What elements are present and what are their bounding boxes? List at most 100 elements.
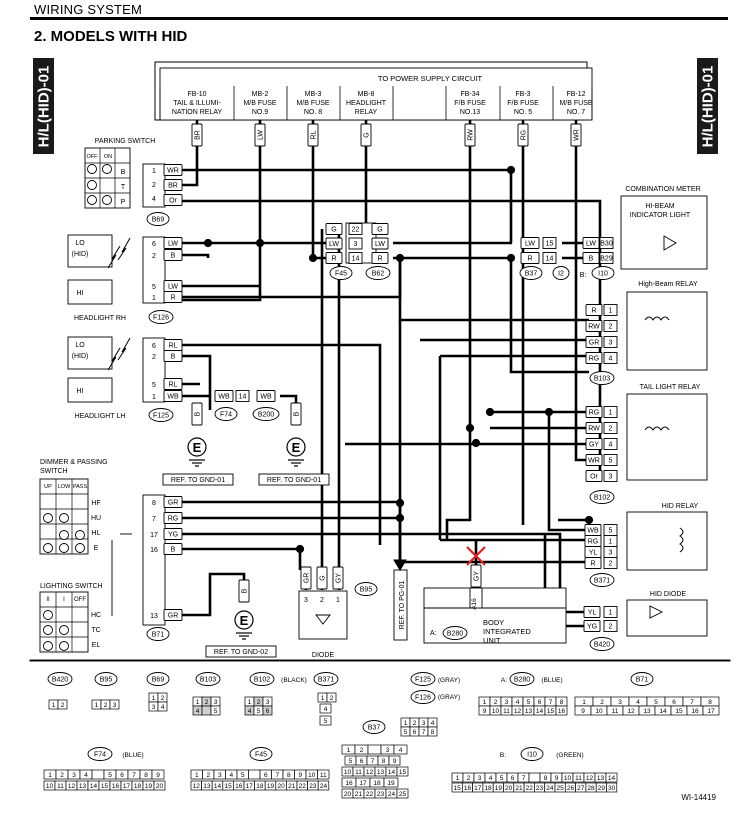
combo-meter-inner2: INDICATOR LIGHT	[630, 212, 691, 219]
b280-top-text: 2	[494, 699, 498, 706]
pin-wire-text: B	[171, 354, 176, 361]
fuse-desc-2: M/B FUSE	[296, 100, 329, 107]
pin-no: 1	[152, 394, 156, 401]
tl-wire-text: Or	[590, 474, 598, 481]
junction-dot	[395, 253, 405, 263]
conn-b62	[365, 266, 391, 280]
joint-w2	[371, 252, 389, 264]
ref-pg-box	[393, 569, 408, 641]
header-rule	[30, 17, 728, 20]
tl-wire-text: RG	[589, 410, 600, 417]
conn-f74-text: F74	[220, 412, 232, 419]
joint-w1	[325, 223, 343, 235]
joint-w2	[371, 223, 389, 235]
pin-no: 2	[152, 354, 156, 361]
hi-beam-relay-box	[626, 291, 708, 371]
switch-contact	[59, 513, 69, 523]
ref-gnd-02-text: REF. TO GND-02	[214, 649, 268, 656]
b37-r5-text: 23	[377, 791, 385, 798]
headlight-lh-lo	[67, 336, 113, 370]
b37-r1-text: 2	[360, 747, 364, 754]
conn-b37	[519, 266, 543, 280]
i10-top-text: 1	[456, 775, 460, 782]
dimmer-row: E	[94, 545, 99, 552]
hb-wire-text: RG	[589, 356, 600, 363]
f45-top	[317, 769, 330, 780]
f126-note: (GRAY)	[438, 694, 460, 701]
joint-pin	[348, 237, 363, 250]
pin-no: 13	[150, 613, 158, 620]
hid-wire-text: R	[590, 561, 595, 568]
f74-top-text: 2	[60, 772, 64, 779]
fuse-id-3: MB-8	[358, 91, 375, 98]
parking-switch-col: ON	[104, 154, 112, 160]
meter-pin-text: B29	[600, 256, 613, 263]
b103-pins-text: 3	[214, 699, 218, 706]
pin-wire-text: YG	[168, 532, 178, 539]
b71-bottom-text: 10	[595, 708, 603, 715]
diode-wire-text: GR	[304, 573, 311, 584]
tl-pin	[603, 406, 618, 418]
hid-diode-title: HID DIODE	[650, 591, 687, 598]
b37-r4-text: 18	[373, 780, 381, 787]
switch-contact	[102, 195, 112, 205]
i10-top-text: 4	[489, 775, 493, 782]
hid-wire-text: RG	[588, 539, 599, 546]
joint-w2-text: G	[377, 227, 382, 234]
hl-rh-lo2: (HID)	[72, 251, 89, 258]
switch-contact	[43, 513, 53, 523]
f125-pins-text: 2	[413, 720, 417, 727]
b37-r3-text: 12	[366, 769, 374, 776]
conn-f125-text: F125	[153, 413, 169, 420]
b37-r5-text: 20	[344, 791, 352, 798]
f45-bottom-text: 18	[256, 783, 264, 790]
i10-top-text: 12	[586, 775, 594, 782]
conn-f126	[148, 310, 174, 324]
b280-bottom-text: 10	[492, 708, 500, 715]
b280-note: (BLUE)	[541, 677, 562, 684]
lighting-col: OFF	[74, 597, 86, 603]
i10-bottom-text: 25	[557, 785, 565, 792]
pin-no: 6	[152, 343, 156, 350]
hb-pin	[603, 336, 618, 348]
f45-bottom-text: 21	[288, 783, 296, 790]
hid-wire-text: YL	[589, 550, 598, 557]
hl-rh-lo: LO	[75, 240, 85, 247]
b37-r2-text: 8	[382, 758, 386, 765]
conn-b420-bottom	[47, 672, 73, 686]
f45-top-text: 4	[229, 772, 233, 779]
switch-contact	[59, 543, 69, 553]
diode-title: DIODE	[312, 652, 335, 659]
i10-bottom-text: 17	[474, 785, 482, 792]
relay-coil-icon	[644, 426, 670, 431]
b37-r4	[383, 777, 399, 788]
meter-conn-prefix: B:	[580, 272, 587, 279]
fuse-wire-tag-0	[191, 123, 203, 147]
pin-wire	[163, 528, 183, 540]
joint-w1-text: R	[331, 256, 336, 263]
hb-pin	[603, 320, 618, 332]
fault-mark	[466, 546, 486, 566]
power-banner: TO POWER SUPPLY CIRCUIT	[378, 74, 483, 83]
hb-wire	[585, 304, 603, 316]
f74-top-text: 8	[144, 772, 148, 779]
conn-f126-bottom	[410, 690, 436, 704]
b69-pins-text: 1	[152, 695, 156, 702]
pin-wire	[163, 237, 183, 249]
conn-f45-bottom-text: F45	[255, 752, 267, 759]
i10-top-text: 11	[575, 775, 582, 782]
joint-w1	[325, 237, 343, 250]
conn-b102-bottom	[249, 672, 275, 686]
f45-bottom-text: 16	[235, 783, 243, 790]
b280-bottom-text: 16	[558, 708, 566, 715]
conn-i10-bottom-text: I10	[527, 752, 537, 759]
pin-wire	[163, 390, 183, 402]
b280-top-text: 1	[483, 699, 487, 706]
conn-f125	[148, 408, 174, 422]
junction-dot	[506, 165, 516, 175]
conn-i2-text: I2	[558, 271, 564, 278]
f45-top-text: 8	[287, 772, 291, 779]
conn-b71-bottom-text: B71	[636, 677, 649, 684]
pin-wire-text: Or	[169, 198, 177, 205]
